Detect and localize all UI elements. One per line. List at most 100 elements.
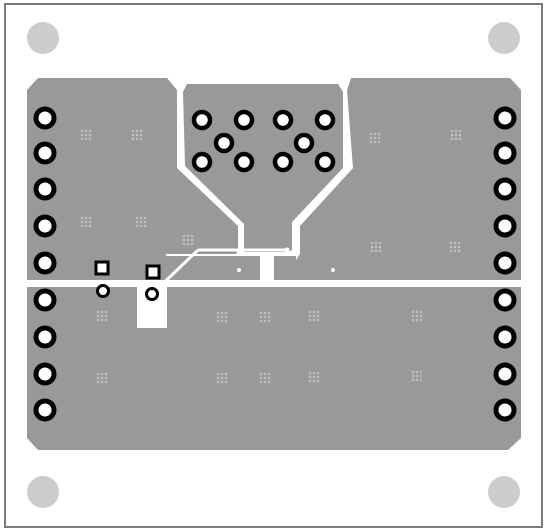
thermal-via [411, 378, 415, 382]
thermal-via [267, 380, 271, 384]
thermal-via [186, 234, 190, 238]
thermal-via [259, 319, 263, 323]
center-connector-pad [272, 109, 294, 131]
thermal-via [259, 311, 263, 315]
thermal-via [449, 249, 453, 253]
left-connector-pad [33, 141, 57, 165]
thermal-via [96, 318, 100, 322]
thermal-via [378, 249, 382, 253]
left-connector-pad [33, 214, 57, 238]
thermal-via [224, 376, 228, 380]
thermal-via [415, 374, 419, 378]
thermal-via [139, 133, 143, 137]
thermal-via [453, 245, 457, 249]
thermal-via [267, 372, 271, 376]
thermal-via [450, 129, 454, 133]
thermal-via [316, 375, 320, 379]
thermal-via [224, 311, 228, 315]
top-left-copper-pour [27, 78, 238, 280]
thermal-via [369, 140, 373, 144]
thermal-via [377, 132, 381, 136]
thermal-via [458, 129, 462, 133]
square-pad [94, 260, 110, 276]
thermal-via [131, 133, 135, 137]
thermal-via [80, 216, 84, 220]
thermal-via [419, 378, 423, 382]
thermal-via [370, 249, 374, 253]
thermal-via [84, 129, 88, 133]
trace-via [284, 247, 290, 253]
left-connector-pad [33, 288, 57, 312]
thermal-via [182, 234, 186, 238]
thermal-via [88, 216, 92, 220]
thermal-via [220, 380, 224, 384]
right-connector-pad [493, 106, 517, 130]
thermal-via [263, 380, 267, 384]
thermal-via [415, 310, 419, 314]
right-connector-pad [493, 251, 517, 275]
thermal-via [453, 249, 457, 253]
thermal-via [312, 314, 316, 318]
thermal-via [449, 241, 453, 245]
thermal-via [419, 314, 423, 318]
thermal-via [370, 241, 374, 245]
thermal-via [88, 129, 92, 133]
thermal-via [267, 311, 271, 315]
thermal-via [373, 132, 377, 136]
thermal-via [378, 245, 382, 249]
thermal-via [143, 224, 147, 228]
thermal-via [100, 314, 104, 318]
thermal-via [84, 224, 88, 228]
mount-hole-bottom-left [27, 476, 59, 508]
thermal-via [104, 314, 108, 318]
thermal-via [216, 380, 220, 384]
thermal-via [190, 234, 194, 238]
thermal-via [139, 224, 143, 228]
thermal-via [220, 319, 224, 323]
thermal-via [411, 370, 415, 374]
thermal-via [457, 249, 461, 253]
thermal-via [135, 216, 139, 220]
thermal-via [216, 311, 220, 315]
thermal-via [308, 314, 312, 318]
thermal-via [312, 310, 316, 314]
thermal-via [312, 318, 316, 322]
component-pad [260, 256, 274, 282]
thermal-via [316, 318, 320, 322]
thermal-via [80, 133, 84, 137]
mount-hole-top-left [27, 22, 59, 54]
thermal-via [84, 216, 88, 220]
thermal-via [415, 370, 419, 374]
thermal-via [143, 220, 147, 224]
thermal-via [263, 311, 267, 315]
thermal-via [96, 380, 100, 384]
thermal-via [377, 140, 381, 144]
thermal-via [267, 315, 271, 319]
right-connector-pad [493, 214, 517, 238]
thermal-via [80, 224, 84, 228]
thermal-via [457, 241, 461, 245]
thermal-via [454, 129, 458, 133]
thermal-via [259, 372, 263, 376]
thermal-via [224, 372, 228, 376]
right-connector-pad [493, 141, 517, 165]
thermal-via [316, 371, 320, 375]
small-via [331, 268, 335, 272]
thermal-via [263, 319, 267, 323]
thermal-via [190, 238, 194, 242]
thermal-via [316, 314, 320, 318]
thermal-via [458, 137, 462, 141]
thermal-via [104, 372, 108, 376]
thermal-via [263, 315, 267, 319]
thermal-via [411, 318, 415, 322]
thermal-via [370, 245, 374, 249]
left-connector-pad [33, 106, 57, 130]
thermal-via [100, 376, 104, 380]
thermal-via [139, 220, 143, 224]
top-right-copper-pour [296, 78, 521, 280]
thermal-via [135, 129, 139, 133]
thermal-via [96, 314, 100, 318]
center-connector-pad [272, 151, 294, 173]
thermal-via [131, 137, 135, 141]
